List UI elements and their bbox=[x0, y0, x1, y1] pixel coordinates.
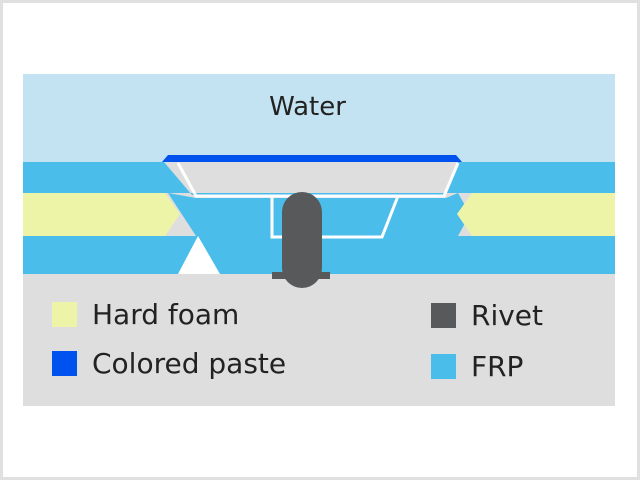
legend-label: Rivet bbox=[471, 299, 544, 332]
colored-paste-strip bbox=[162, 155, 462, 162]
rivet-head bbox=[272, 272, 330, 279]
legend-hard-foam: Hard foam bbox=[52, 298, 239, 331]
gap-line-inner bbox=[270, 195, 400, 239]
water-region bbox=[23, 74, 615, 162]
legend-rivet: Rivet bbox=[431, 299, 543, 332]
legend-label: Hard foam bbox=[92, 298, 240, 331]
legend-frp: FRP bbox=[431, 350, 523, 383]
hard-foam-swatch-icon bbox=[52, 302, 77, 327]
legend-label: FRP bbox=[471, 350, 524, 383]
gap-triangle bbox=[178, 236, 220, 274]
hard-foam-right bbox=[457, 193, 615, 236]
rivet-shaft bbox=[282, 192, 322, 288]
legend-colored-paste: Colored paste bbox=[52, 347, 286, 380]
frp-top-layer bbox=[23, 162, 615, 195]
hard-foam-left bbox=[23, 193, 180, 236]
legend-label: Colored paste bbox=[92, 347, 287, 380]
water-label: Water bbox=[269, 92, 346, 122]
colored-paste-swatch-icon bbox=[52, 351, 77, 376]
frp-swatch-icon bbox=[431, 354, 456, 379]
rivet-swatch-icon bbox=[431, 303, 456, 328]
gap-line-outer bbox=[176, 162, 460, 198]
